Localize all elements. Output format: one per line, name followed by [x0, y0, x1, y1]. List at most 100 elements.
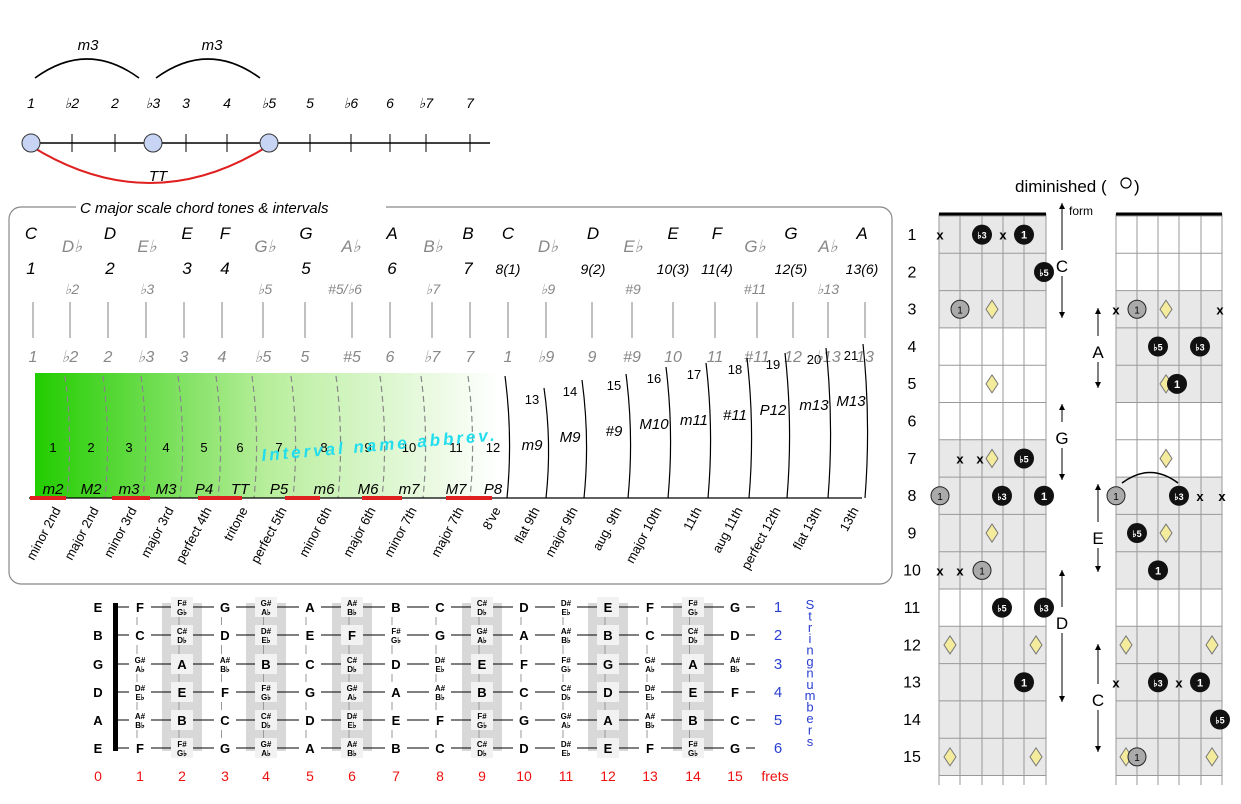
chord-tone-text: ♭5	[1153, 343, 1162, 353]
note-bg	[214, 654, 236, 674]
fret-note: C	[645, 628, 655, 643]
fret-note-sharp: A#	[645, 712, 656, 721]
chord-tone-text: ♭3	[1174, 492, 1183, 502]
fret-number: 12	[600, 768, 616, 784]
fret-note: C	[220, 713, 230, 728]
degree-row-label: #5	[343, 349, 361, 366]
string-number: 4	[774, 684, 782, 701]
note-bg	[429, 654, 451, 674]
frets-label: frets	[761, 768, 788, 784]
chord-tone-label: 13(6)	[846, 261, 879, 277]
tritone-arc	[30, 145, 269, 184]
chord-tone-text: 1	[1197, 677, 1203, 689]
note-bg	[429, 597, 451, 617]
interval-abbrev: P5	[270, 481, 289, 498]
muted-x: x	[936, 563, 944, 578]
diamond-marker	[985, 299, 999, 320]
fret-note-sharp: F#	[688, 599, 698, 608]
note-bg	[471, 625, 493, 645]
fret-note-flat: G♭	[688, 749, 698, 758]
note-bg	[385, 738, 407, 758]
note-bg	[555, 738, 577, 758]
chord-tone-dot	[1034, 261, 1054, 282]
semitone-count: 14	[563, 384, 577, 399]
interval-divider	[467, 375, 474, 499]
semitone-count: 4	[162, 440, 169, 455]
note-bg	[513, 682, 535, 702]
arrow-head-up	[1095, 308, 1101, 314]
note-bg	[682, 738, 704, 758]
chord-tone-dot	[992, 485, 1012, 506]
note-bg	[682, 625, 704, 645]
fret-note: D	[603, 685, 612, 700]
fret-note: D	[519, 741, 528, 756]
fret-note-sharp: G#	[135, 656, 146, 665]
fret-note-flat: D♭	[177, 636, 187, 645]
interval-divider	[215, 375, 222, 499]
note-bg	[597, 597, 619, 617]
degree-row-label: ♭7	[424, 349, 442, 366]
fret-note-sharp: C#	[347, 656, 358, 665]
interval-divider	[746, 357, 753, 499]
degree-row-label: ♭13	[815, 349, 840, 366]
fret-number: 13	[642, 768, 658, 784]
note-bg	[471, 738, 493, 758]
note-bg	[341, 654, 363, 674]
root-dot	[930, 486, 950, 506]
interval-name: major 2nd	[61, 504, 101, 562]
note-bg	[555, 597, 577, 617]
fret-note-flat: E♭	[435, 665, 444, 674]
note-bg	[129, 710, 151, 730]
degree-label: ♭3	[146, 95, 161, 111]
note-bg	[341, 625, 363, 645]
chord-tone-label: ♭13	[817, 281, 839, 297]
fret-note-flat: B♭	[435, 693, 445, 702]
root-text: 1	[957, 305, 963, 316]
note-bg	[341, 597, 363, 617]
fret-note: G	[730, 600, 740, 615]
fret-note: B	[391, 741, 400, 756]
note-bg	[724, 597, 746, 617]
vertical-letter: t	[808, 608, 812, 623]
fret-note: F	[136, 741, 144, 756]
chord-tone-dot	[1014, 224, 1034, 245]
semitone-count: 10	[402, 440, 416, 455]
fret-note-flat: B♭	[135, 721, 145, 730]
string-number: 1	[774, 599, 782, 616]
interval-divider	[290, 375, 297, 499]
m3-arc-2	[155, 58, 261, 79]
chord-tone-text: ♭3	[977, 231, 986, 241]
diminished-chart: diminished ( ) form 12345678910111213141…	[903, 177, 1230, 785]
tritone-label: TT	[149, 168, 169, 185]
fret-note: C	[305, 657, 315, 672]
interval-name: major 3rd	[138, 504, 177, 560]
note-bg	[129, 682, 151, 702]
chord-tone-label: 6	[387, 259, 397, 278]
grid-fret-label: 3	[908, 302, 917, 319]
note-bg	[214, 597, 236, 617]
semitone-count: 18	[728, 362, 742, 377]
degree-row-label: 12	[784, 349, 802, 366]
fret-note: F	[221, 685, 229, 700]
semitone-count: 1	[49, 440, 56, 455]
fret-note-flat: D♭	[688, 636, 698, 645]
semitone-count: 7	[275, 440, 282, 455]
grid-fret-label: 11	[904, 600, 921, 617]
fret-note-flat: G♭	[177, 749, 187, 758]
fret-note-flat: G♭	[261, 693, 271, 702]
chord-tone-text: ♭5	[1019, 454, 1028, 464]
interval-divider	[581, 379, 588, 499]
grid-fret-label: 15	[903, 749, 921, 766]
note-label: E	[667, 224, 679, 243]
note-bg	[255, 625, 277, 645]
fret-note-flat: A♭	[645, 665, 655, 674]
muted-x: x	[976, 451, 984, 466]
note-bg	[129, 654, 151, 674]
note-bg	[255, 682, 277, 702]
nut	[113, 603, 118, 751]
chord-tone-label: #11	[744, 281, 766, 297]
semitone-count: 17	[687, 367, 701, 382]
note-bg	[555, 710, 577, 730]
